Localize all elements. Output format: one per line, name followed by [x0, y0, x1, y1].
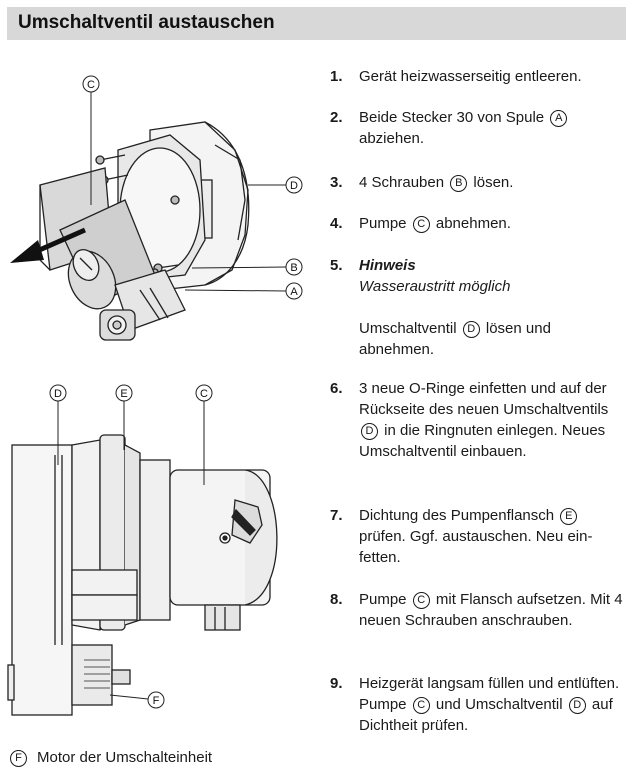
step-number: 9. — [330, 675, 343, 692]
callout-e: E — [115, 384, 133, 402]
step-text-run: mit Flansch aufsetzen. Mit 4 neuen Schra… — [359, 591, 623, 629]
step-number: 6. — [330, 380, 343, 397]
step-text-run: Umschaltventil — [359, 320, 461, 337]
step-text-run: Heizgerät langsam füllen und ent­lüften.… — [359, 675, 620, 713]
step-text-run: abziehen. — [359, 130, 425, 147]
step-text: Dichtung des Pumpenflansch E prüfen. Ggf… — [359, 505, 624, 568]
callout-c: C — [82, 75, 100, 93]
step-number: 1. — [330, 68, 343, 85]
step-text: Beide Stecker 30 von Spule A abziehen. — [359, 107, 624, 149]
reference-marker: D — [568, 697, 586, 714]
callout-d2: D — [49, 384, 67, 402]
reference-marker: C — [412, 697, 430, 714]
step-number: 2. — [330, 109, 343, 126]
step-text-run: und Umschalt­ventil — [431, 696, 567, 713]
step-number: 8. — [330, 591, 343, 608]
step-text-run: Dichtung des Pumpenflansch — [359, 507, 559, 524]
legend: F Motor der Umschalteinheit — [10, 748, 212, 768]
step-number: 5. — [330, 257, 343, 274]
title-bar: Umschaltventil austauschen — [7, 7, 626, 40]
reference-marker: B — [450, 175, 468, 192]
step-text-run: Pumpe — [359, 215, 411, 232]
step-text: 3 neue O-Ringe einfetten und auf der Rüc… — [359, 378, 624, 462]
callout-c2-label: C — [200, 388, 208, 400]
step-number: 4. — [330, 215, 343, 232]
callout-e-label: E — [120, 388, 127, 400]
removal-arrow-icon — [10, 227, 87, 263]
step-text-run: abnehmen. — [431, 215, 511, 232]
callout-a-label: A — [290, 286, 298, 298]
callout-b: B — [285, 258, 303, 276]
step-text: Pumpe C abnehmen. — [359, 213, 624, 234]
step-text-run: Pumpe — [359, 591, 411, 608]
step-text: Gerät heizwasserseitig entleeren. — [359, 66, 624, 87]
legend-text: Motor der Umschalteinheit — [37, 749, 213, 766]
reference-marker: C — [412, 216, 430, 233]
page-title: Umschaltventil austauschen — [18, 12, 275, 33]
step-text-run: Gerät heizwasserseitig entleeren. — [359, 68, 582, 85]
callout-c-label: C — [87, 79, 95, 91]
reference-marker: D — [361, 423, 378, 440]
step-number: 7. — [330, 507, 343, 524]
callout-f: F — [147, 691, 165, 709]
callout-c2: C — [195, 384, 213, 402]
figure-side-view: D E C F — [0, 375, 320, 720]
step-text: Umschaltventil D lösen und abnehmen. — [359, 318, 624, 360]
reference-marker: C — [412, 592, 430, 609]
callout-a: A — [285, 282, 303, 300]
reference-marker: D — [462, 321, 480, 338]
callout-d-label: D — [290, 180, 298, 192]
callout-d: D — [285, 176, 303, 194]
reference-marker: A — [550, 110, 568, 127]
callout-f-label: F — [153, 695, 160, 707]
step-text-run: auf Dichtheit prüfen. — [359, 696, 613, 734]
reference-marker: E — [560, 508, 578, 525]
step-text-run: Beide Stecker 30 von Spule — [359, 109, 549, 126]
callout-b-label: B — [290, 262, 297, 274]
step-text-run: 3 neue O-Ringe einfetten und auf der Rüc… — [359, 380, 609, 418]
figure-pump-assembly: C D B A — [0, 60, 320, 370]
step-text-run: prüfen. Ggf. austauschen. Neu ein­fetten… — [359, 528, 593, 566]
step-text: Pumpe C mit Flansch aufsetzen. Mit 4 neu… — [359, 589, 624, 631]
step-text-run: in die Ringnuten einle­gen. Neues Umscha… — [359, 422, 606, 460]
step-text-run: 4 Schrauben — [359, 174, 449, 191]
step-text-run: lösen. — [469, 174, 514, 191]
step-text: Heizgerät langsam füllen und ent­lüften.… — [359, 673, 624, 736]
step-text-run: lösen und abnehmen. — [359, 320, 551, 358]
note-title: Hinweis — [359, 257, 416, 274]
legend-key: F — [10, 750, 27, 767]
callout-d2-label: D — [54, 388, 62, 400]
note-text: Wasseraustritt möglich — [359, 278, 511, 295]
step-number: 3. — [330, 174, 343, 191]
step-text: 4 Schrauben B lösen. — [359, 172, 624, 193]
